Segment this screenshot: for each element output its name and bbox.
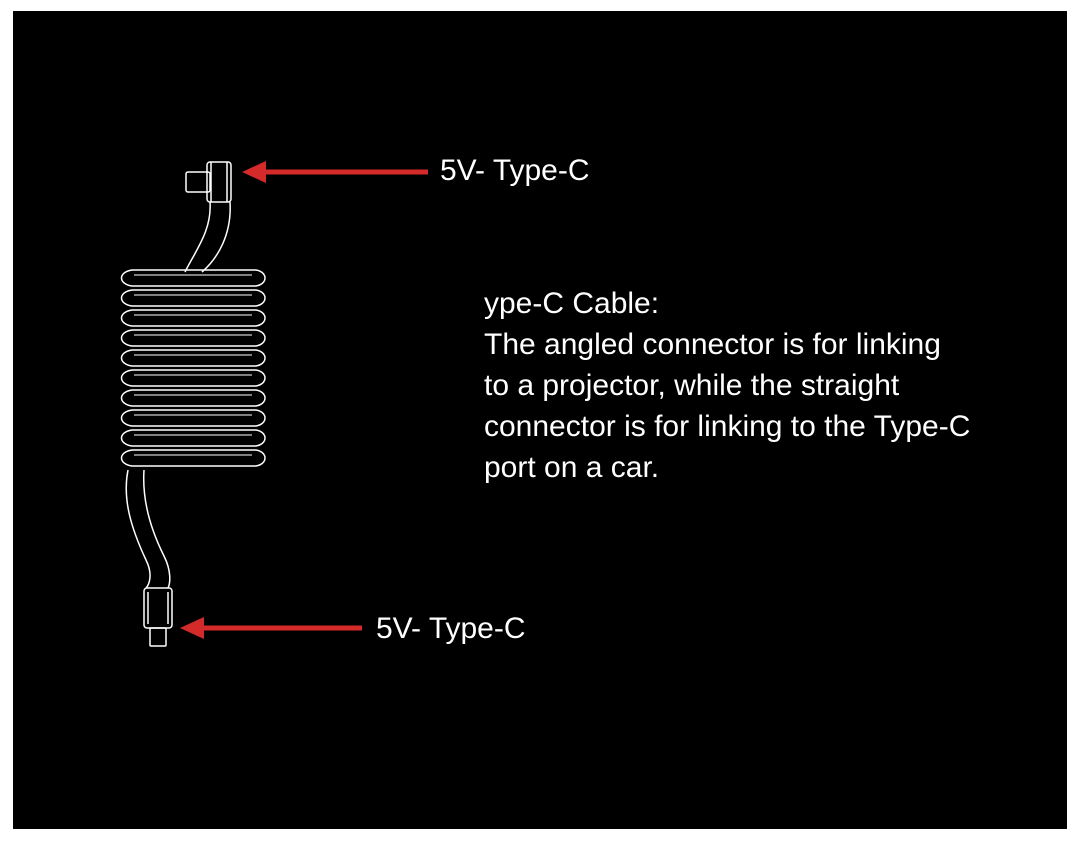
- coiled-usb-c-cable-icon: [120, 161, 266, 647]
- top-connector-label: 5V- Type-C: [440, 154, 590, 187]
- description-title: ype-C Cable:: [484, 287, 660, 320]
- cable-description: ype-C Cable: The angled connector is for…: [484, 283, 970, 488]
- diagram-background: [13, 11, 1067, 829]
- coil-winding: [120, 289, 266, 307]
- coil-winding: [120, 329, 266, 347]
- top-connector-arrow: [242, 161, 428, 183]
- cable-neck-upper: [184, 201, 231, 273]
- description-line: connector is for linking to the Type-C: [484, 410, 971, 443]
- cable-neck-lower: [125, 469, 171, 589]
- cable-coil: [120, 269, 266, 467]
- coil-winding: [120, 269, 266, 287]
- straight-connector-icon: [143, 587, 173, 647]
- bottom-connector-arrow: [180, 617, 362, 639]
- coil-winding: [120, 389, 266, 407]
- coil-winding: [120, 309, 266, 327]
- bottom-connector-label: 5V- Type-C: [376, 612, 526, 645]
- coil-winding: [120, 429, 266, 447]
- coil-winding: [120, 409, 266, 427]
- left-arrow-icon: [242, 161, 266, 183]
- left-arrow-icon: [180, 617, 204, 639]
- coil-winding: [120, 349, 266, 367]
- description-line: port on a car.: [484, 451, 660, 484]
- coil-winding: [120, 449, 266, 467]
- description-line: The angled connector is for linking: [484, 328, 941, 361]
- description-line: to a projector, while the straight: [484, 369, 900, 402]
- angled-connector-icon: [185, 161, 232, 203]
- coil-winding: [120, 369, 266, 387]
